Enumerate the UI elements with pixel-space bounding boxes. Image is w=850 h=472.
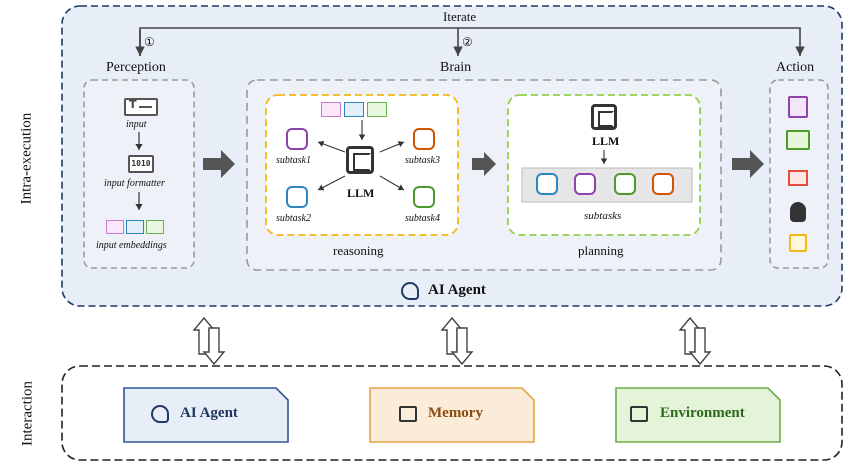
reasoning-code-icons xyxy=(321,102,387,122)
interaction-card-label-environment: Environment xyxy=(660,405,745,421)
interaction-card-label-ai-agent: AI Agent xyxy=(180,405,238,421)
subtask2-label: subtask2 xyxy=(276,213,311,224)
reasoning-arrows xyxy=(317,120,405,191)
brain-title: Brain xyxy=(440,60,472,75)
input-formatter-icon: 1010 xyxy=(128,155,154,173)
interaction-card-label-memory: Memory xyxy=(428,405,483,421)
planning-llm-label: LLM xyxy=(592,134,620,148)
card-ai-agent[interactable] xyxy=(123,387,289,443)
code-window-icon xyxy=(126,220,144,234)
subtask-icon xyxy=(652,173,674,195)
archive-box-icon xyxy=(630,406,648,422)
brain-head-icon xyxy=(151,405,169,423)
subtask-icon xyxy=(286,128,308,150)
subtask-icon xyxy=(614,173,636,195)
maze-icon xyxy=(591,104,617,130)
side-label-interaction: Interaction xyxy=(19,381,36,446)
id-card-icon xyxy=(786,130,810,150)
flow-arrows xyxy=(203,150,764,178)
memory-chip-icon xyxy=(399,406,417,422)
step-2-marker: ② xyxy=(462,35,473,49)
double-arrows xyxy=(192,316,712,366)
code-window-icon xyxy=(344,102,364,117)
code-scroll-icon xyxy=(789,234,807,252)
step-1-marker: ① xyxy=(144,35,155,49)
planning-label: planning xyxy=(578,243,624,258)
subtask4-label: subtask4 xyxy=(405,213,440,224)
subtask-icon xyxy=(574,173,596,195)
perception-item-input-formatter: input formatter xyxy=(104,178,165,189)
subtask1-label: subtask1 xyxy=(276,155,311,166)
reasoning-label: reasoning xyxy=(333,243,384,258)
subtask-icon xyxy=(413,128,435,150)
subtask-icon xyxy=(413,186,435,208)
subtask3-label: subtask3 xyxy=(405,155,440,166)
agent-label: AI Agent xyxy=(428,282,486,298)
planning-subtasks-label: subtasks xyxy=(584,210,622,222)
card-memory[interactable] xyxy=(369,387,535,443)
subtask-icon xyxy=(536,173,558,195)
mail-icon xyxy=(788,170,808,186)
speaking-head-icon xyxy=(790,202,806,222)
maze-icon xyxy=(346,146,374,174)
subtask-icon xyxy=(286,186,308,208)
iterate-label: Iterate xyxy=(440,9,480,25)
iterate-loop xyxy=(135,27,805,56)
input-icon: T xyxy=(124,98,158,116)
side-label-intra-execution: Intra-execution xyxy=(18,112,35,205)
brain-head-icon xyxy=(401,282,419,300)
reasoning-box xyxy=(265,94,459,236)
input-embeddings-icons xyxy=(106,220,164,234)
perception-item-input: input xyxy=(126,119,147,130)
code-window-icon xyxy=(106,220,124,234)
code-window-icon xyxy=(367,102,387,117)
code-window-icon xyxy=(321,102,341,117)
perception-title: Perception xyxy=(106,60,166,75)
action-title: Action xyxy=(776,60,815,75)
code-window-icon xyxy=(146,220,164,234)
perception-item-input-embeddings: input embeddings xyxy=(96,240,167,251)
reasoning-llm-label: LLM xyxy=(347,186,375,200)
card-environment[interactable] xyxy=(615,387,781,443)
server-icon xyxy=(788,96,808,118)
